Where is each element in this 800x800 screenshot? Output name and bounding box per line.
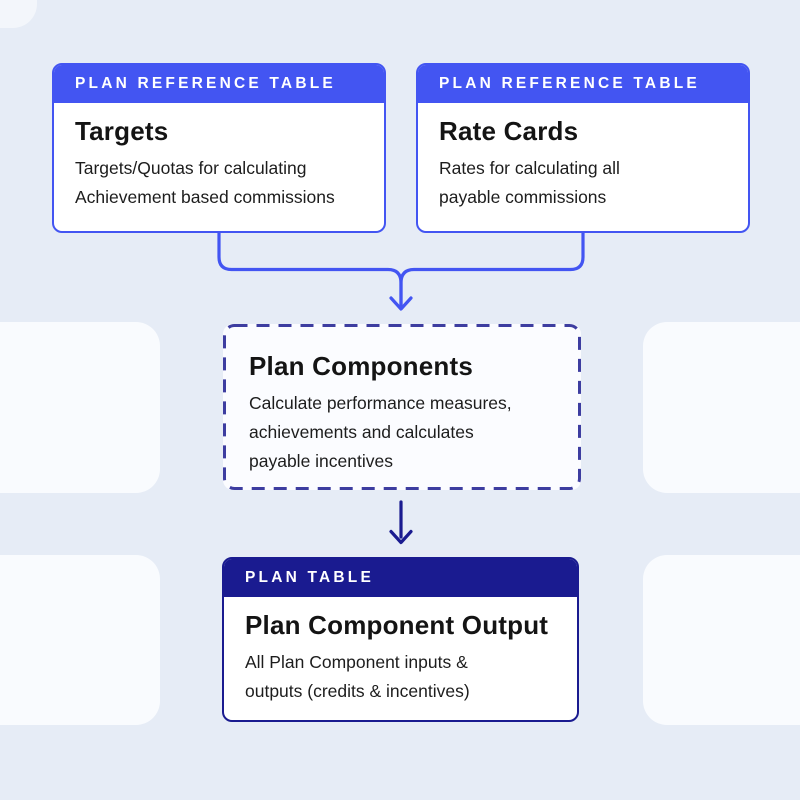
node-plan-output-body: Plan Component Output All Plan Component… (224, 597, 577, 706)
node-targets-header: PLAN REFERENCE TABLE (54, 65, 384, 103)
node-targets-badge: PLAN REFERENCE TABLE (75, 74, 336, 92)
node-plan-output-card: PLAN TABLE Plan Component Output All Pla… (222, 557, 579, 722)
down-arrowhead-icon (389, 529, 413, 545)
merge-arrowhead-icon (389, 296, 413, 311)
node-targets-title: Targets (75, 116, 169, 146)
node-rate-cards-description: Rates for calculating all payable commis… (439, 158, 620, 207)
node-plan-output-description: All Plan Component inputs & outputs (cre… (245, 652, 470, 701)
down-arrow (389, 500, 413, 545)
node-rate-cards-card: PLAN REFERENCE TABLE Rate Cards Rates fo… (416, 63, 750, 233)
background-panel-right-top (643, 322, 800, 493)
node-targets-card: PLAN REFERENCE TABLE Targets Targets/Quo… (52, 63, 386, 233)
merge-arrow (217, 231, 585, 311)
node-plan-components-title: Plan Components (249, 351, 474, 381)
background-panel-left-bottom (0, 555, 160, 725)
node-targets-body: Targets Targets/Quotas for calculating A… (54, 103, 384, 212)
node-plan-output-title: Plan Component Output (245, 610, 549, 640)
node-targets-description: Targets/Quotas for calculating Achieveme… (75, 158, 335, 207)
dashed-border (223, 324, 581, 490)
background-panel-left-top (0, 322, 160, 493)
node-rate-cards-title: Rate Cards (439, 116, 579, 146)
node-plan-output-badge: PLAN TABLE (245, 568, 375, 586)
node-rate-cards-badge: PLAN REFERENCE TABLE (439, 74, 700, 92)
background-panel-top-left-corner (0, 0, 37, 28)
node-plan-components-box: Plan Components Calculate performance me… (223, 324, 581, 490)
background-panel-right-bottom (643, 555, 800, 725)
node-rate-cards-header: PLAN REFERENCE TABLE (418, 65, 748, 103)
node-plan-output-header: PLAN TABLE (224, 559, 577, 597)
node-plan-components-body: Plan Components Calculate performance me… (223, 324, 581, 476)
node-plan-components-description: Calculate performance measures, achievem… (249, 393, 512, 471)
node-rate-cards-body: Rate Cards Rates for calculating all pay… (418, 103, 748, 212)
